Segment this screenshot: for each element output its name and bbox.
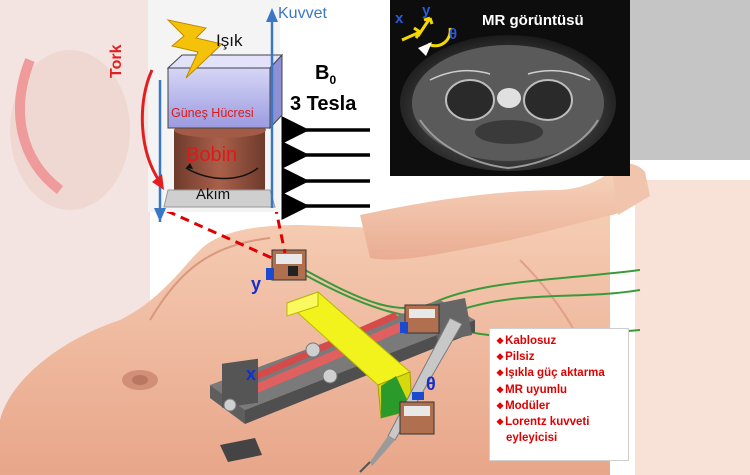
mr-image bbox=[390, 0, 630, 176]
force-label: Kuvvet bbox=[278, 5, 327, 22]
diamond-bullet-icon: ❖ bbox=[496, 384, 505, 395]
feature-item: ❖MR uyumlu bbox=[496, 382, 622, 398]
diamond-bullet-icon: ❖ bbox=[496, 400, 505, 411]
current-label: Akım bbox=[196, 186, 231, 203]
feature-text: Modüler bbox=[505, 399, 550, 412]
mr-axis-y-label: y bbox=[422, 2, 431, 19]
diamond-bullet-icon: ❖ bbox=[496, 417, 505, 428]
torque-label: Tork bbox=[108, 44, 125, 78]
mr-axis-x-label: x bbox=[395, 10, 404, 27]
actuator-module-theta bbox=[399, 392, 435, 435]
yellow-link bbox=[286, 291, 413, 419]
feature-item: ❖Modüler bbox=[496, 398, 622, 414]
actuator-module-x bbox=[400, 304, 440, 334]
diamond-bullet-icon: ❖ bbox=[496, 368, 505, 379]
feature-text-continued: eyleyicisi bbox=[506, 432, 558, 445]
diamond-bullet-icon: ❖ bbox=[496, 352, 505, 363]
robot-axis-theta-label: θ bbox=[426, 374, 436, 394]
solar-cell-label: Güneş Hücresi bbox=[171, 106, 254, 120]
feature-item: ❖Kablosuz bbox=[496, 333, 622, 349]
feature-text: Lorentz kuvveti bbox=[505, 416, 590, 429]
magnetic-field-arrows bbox=[281, 116, 370, 220]
b-field-symbol: B0 bbox=[315, 62, 336, 87]
field-strength-label: 3 Tesla bbox=[290, 93, 357, 115]
feature-text: Pilsiz bbox=[505, 351, 535, 364]
guide-lines bbox=[166, 204, 287, 260]
actuator-inset bbox=[140, 0, 284, 222]
robot-axis-y-label: y bbox=[251, 274, 262, 294]
feature-item: ❖Işıkla güç aktarma bbox=[496, 365, 622, 381]
coil-label: Bobin bbox=[186, 144, 238, 166]
actuator-module-y bbox=[266, 249, 307, 281]
feature-item: ❖Pilsiz bbox=[496, 349, 622, 365]
b-field-letter: B bbox=[315, 62, 330, 84]
b-field-subscript: 0 bbox=[329, 73, 337, 87]
robot-axis-x-label: x bbox=[246, 364, 257, 384]
mr-image-title: MR görüntüsü bbox=[482, 12, 584, 29]
feature-text: Işıkla güç aktarma bbox=[505, 367, 605, 380]
diamond-bullet-icon: ❖ bbox=[496, 336, 505, 346]
feature-item: ❖Lorentz kuvveti eyleyicisi bbox=[496, 414, 622, 446]
feature-text: Kablosuz bbox=[505, 335, 557, 347]
feature-text: MR uyumlu bbox=[505, 383, 568, 396]
feature-list: ❖Kablosuz❖Pilsiz❖Işıkla güç aktarma❖MR u… bbox=[489, 328, 629, 461]
light-label: Işık bbox=[216, 31, 243, 50]
mr-axis-theta-label: θ bbox=[449, 26, 458, 43]
